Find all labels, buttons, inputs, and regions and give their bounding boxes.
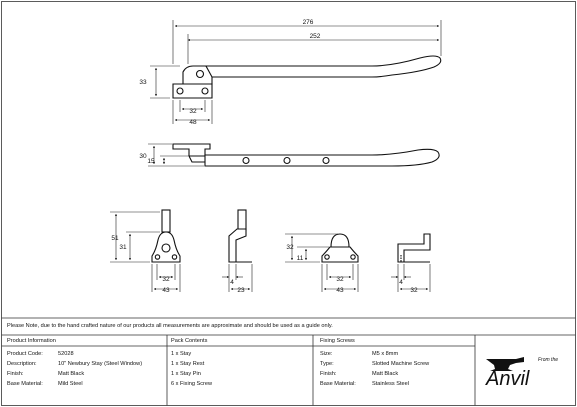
dim-pin-height-total: 32 bbox=[286, 244, 294, 251]
dim-pin-side-depth: 32 bbox=[410, 287, 418, 294]
product-code-label: Product Code: bbox=[7, 351, 43, 357]
dim-side-height-inner: 15 bbox=[147, 158, 155, 165]
dim-pin-base-inner: 32 bbox=[336, 276, 344, 283]
brand-name: Anvil bbox=[485, 368, 530, 389]
dim-top-height: 33 bbox=[139, 79, 147, 86]
side-view-dimensions bbox=[148, 143, 204, 167]
screw-type-value: Slotted Machine Screw bbox=[372, 361, 430, 367]
pack-contents-heading: Pack Contents bbox=[171, 338, 208, 344]
stay-rest-side-dimensions bbox=[222, 264, 253, 292]
dim-pin-height-inner: 11 bbox=[297, 255, 304, 262]
anvil-icon: From the Anvil bbox=[485, 357, 558, 390]
screw-finish-value: Matt Black bbox=[372, 371, 399, 377]
top-view-dimensions bbox=[150, 20, 442, 124]
dim-side-height-total: 30 bbox=[139, 153, 147, 160]
dim-rest-height-inner: 31 bbox=[119, 244, 127, 251]
screw-finish-label: Finish: bbox=[320, 371, 337, 377]
stay-pin-front-dimensions bbox=[285, 233, 359, 292]
screw-size-label: Size: bbox=[320, 351, 333, 357]
description-value: 10" Newbury Stay (Steel Window) bbox=[58, 361, 143, 367]
fixing-screws-heading: Fixing Screws bbox=[320, 338, 355, 344]
dim-top-base-outer: 48 bbox=[189, 119, 197, 126]
screw-type-label: Type: bbox=[320, 361, 334, 367]
anvil-logo: From the Anvil bbox=[480, 349, 572, 390]
brand-tagline: From the bbox=[538, 357, 558, 363]
disclaimer-note: Please Note, due to the hand crafted nat… bbox=[7, 323, 333, 329]
stay-pin-front-view bbox=[321, 233, 359, 263]
stay-rest-front-dimensions bbox=[110, 211, 181, 292]
pack-item: 1 x Stay bbox=[171, 351, 192, 357]
screw-size-value: M5 x 8mm bbox=[372, 351, 399, 357]
dim-top-arm: 252 bbox=[310, 33, 321, 40]
dim-top-overall: 276 bbox=[303, 19, 314, 26]
finish-label: Finish: bbox=[7, 371, 24, 377]
description-label: Description: bbox=[7, 361, 37, 367]
pack-item: 1 x Stay Pin bbox=[171, 371, 201, 377]
finish-value: Matt Black bbox=[58, 371, 85, 377]
stay-top-view bbox=[172, 55, 442, 99]
dim-rest-base-inner: 32 bbox=[162, 276, 170, 283]
stay-pin-side-dimensions bbox=[391, 264, 431, 292]
pack-item: 6 x Fixing Screw bbox=[171, 381, 213, 387]
dim-rest-base-outer: 43 bbox=[162, 287, 170, 294]
stay-rest-front-view bbox=[151, 209, 181, 263]
stay-pin-side-view bbox=[397, 233, 431, 263]
dim-pin-side-thickness: 4 bbox=[399, 279, 403, 286]
base-material-label: Base Material: bbox=[7, 381, 43, 387]
product-info-heading: Product Information bbox=[7, 338, 56, 344]
dim-rest-height-total: 51 bbox=[111, 235, 119, 242]
screw-material-value: Stainless Steel bbox=[372, 381, 410, 387]
stay-side-view bbox=[172, 143, 440, 167]
base-material-value: Mild Steel bbox=[58, 381, 83, 387]
screw-material-label: Base Material: bbox=[320, 381, 356, 387]
dim-top-base-inner: 32 bbox=[189, 108, 197, 115]
product-code-value: 52028 bbox=[58, 351, 74, 357]
dim-rest-side-depth: 23 bbox=[237, 287, 245, 294]
pack-item: 1 x Stay Rest bbox=[171, 361, 205, 367]
dim-pin-base-outer: 43 bbox=[336, 287, 344, 294]
stay-rest-side-view bbox=[228, 209, 252, 263]
dim-rest-side-thickness: 4 bbox=[230, 279, 234, 286]
